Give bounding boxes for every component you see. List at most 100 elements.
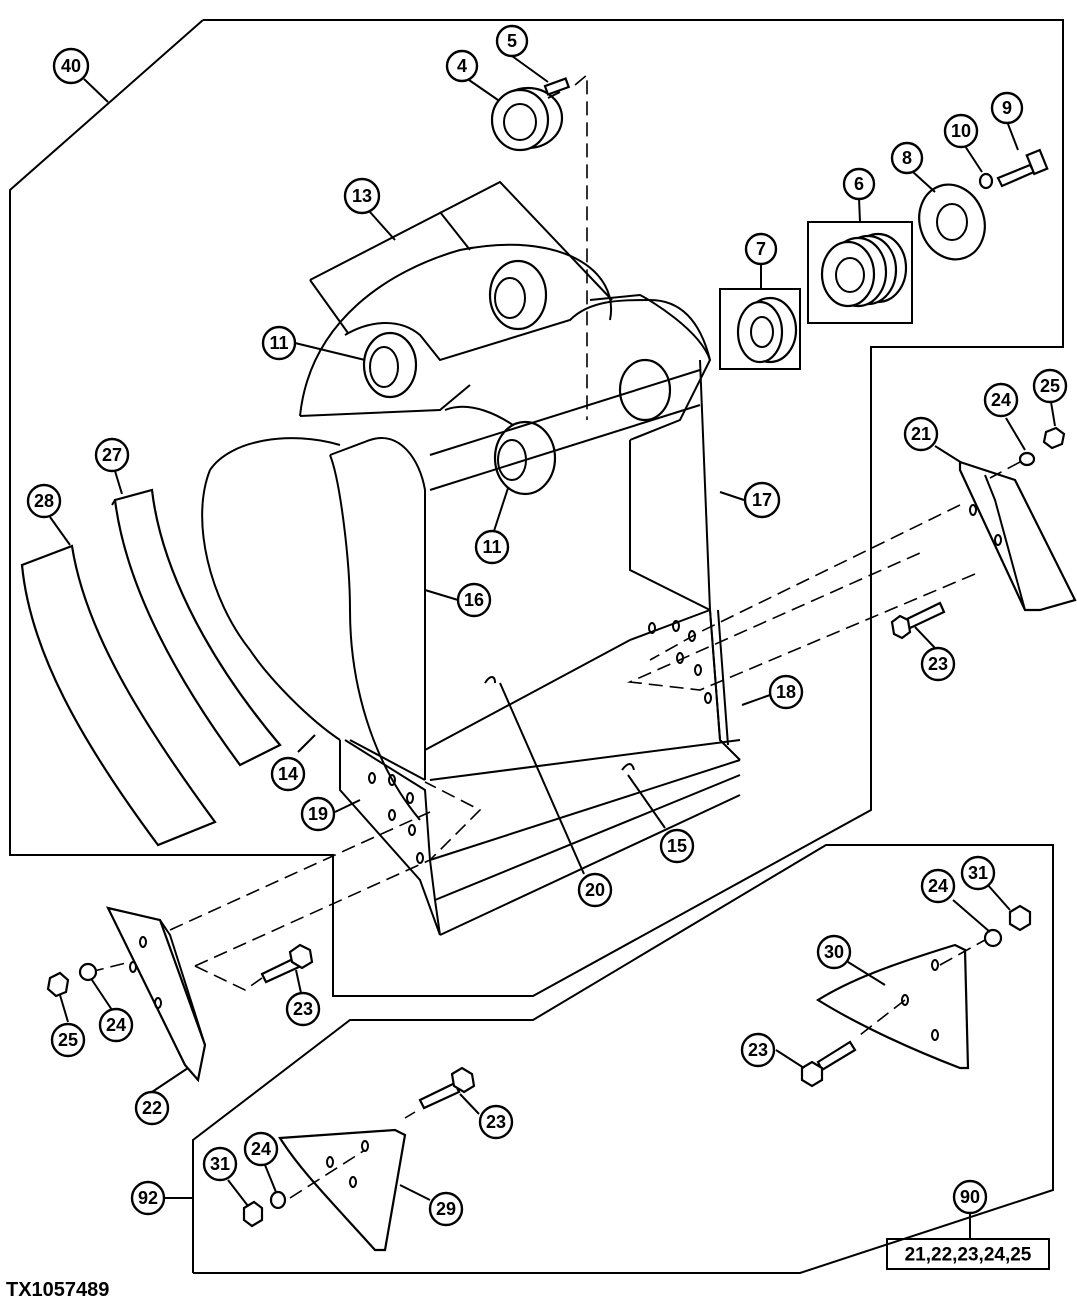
svg-text:28: 28 [34,491,54,511]
svg-text:24: 24 [991,390,1011,410]
bucket-body-part-40 [201,243,741,936]
wear-strip-part-28 [20,544,217,847]
svg-text:11: 11 [269,333,288,353]
nut-part-25-right [1042,426,1066,450]
callout-24-right: 24 [983,382,1019,418]
callout-30: 30 [816,934,852,970]
svg-text:6: 6 [854,174,864,194]
svg-text:25: 25 [58,1030,78,1050]
svg-text:29: 29 [436,1199,456,1219]
svg-text:22: 22 [142,1098,162,1118]
callout-6: 6 [842,167,876,201]
callout-31-mid: 31 [960,855,996,891]
bushing-part-4 [490,86,564,152]
callout-21: 21 [903,416,939,452]
callout-9: 9 [990,91,1024,125]
svg-text:21: 21 [911,424,931,444]
nut-part-25-left [46,971,70,998]
leader-lines [49,55,1056,1239]
callout-15: 15 [659,828,695,864]
washer-part-24-lower [269,1190,287,1210]
group-outline-92 [192,844,1054,1274]
svg-text:27: 27 [102,445,122,465]
kit-list-text: 21,22,23,24,25 [905,1245,1032,1266]
svg-text:24: 24 [928,876,948,896]
svg-text:23: 23 [928,654,948,674]
figure-id: TX1057489 [6,1279,109,1301]
side-cutter-part-21 [958,460,1077,612]
group-outline-40 [9,19,1064,997]
callout-4: 4 [445,49,479,83]
callout-18: 18 [768,674,804,710]
callout-29: 29 [428,1191,464,1227]
callout-10: 10 [943,113,979,149]
svg-text:92: 92 [138,1188,158,1208]
svg-text:25: 25 [1040,376,1060,396]
nut-part-31-mid [1008,904,1032,932]
svg-text:4: 4 [457,56,467,76]
plate-part-30 [815,943,970,1070]
svg-text:15: 15 [667,836,687,856]
callout-11-lower: 11 [474,529,510,565]
svg-text:30: 30 [824,942,844,962]
svg-text:20: 20 [585,880,605,900]
nut-part-31-lower [242,1200,264,1228]
plate-part-8 [918,183,986,261]
callout-11-upper: 11 [261,325,297,361]
svg-text:7: 7 [756,239,766,259]
callout-22: 22 [134,1090,170,1126]
callout-13: 13 [343,177,381,215]
svg-text:90: 90 [960,1187,980,1207]
svg-text:23: 23 [293,999,313,1019]
washer-part-24-mid [983,928,1003,948]
wear-strip-part-27 [111,488,282,767]
callout-8: 8 [890,141,924,175]
svg-text:31: 31 [968,863,988,883]
svg-text:5: 5 [507,31,517,51]
callout-40: 40 [52,47,90,85]
svg-text:23: 23 [486,1112,506,1132]
svg-text:31: 31 [210,1154,230,1174]
callout-23-left: 23 [285,991,321,1027]
callout-90: 90 [952,1179,988,1215]
svg-text:24: 24 [251,1139,271,1159]
svg-text:24: 24 [106,1015,126,1035]
callout-24-mid: 24 [920,868,956,904]
callout-92: 92 [130,1180,166,1216]
svg-text:40: 40 [61,56,81,76]
svg-text:11: 11 [482,537,501,557]
svg-text:23: 23 [748,1040,768,1060]
callout-7: 7 [744,232,778,266]
washer-part-24-left [78,962,98,982]
svg-text:17: 17 [752,490,772,510]
svg-text:13: 13 [352,186,372,206]
callout-19: 19 [300,796,336,832]
bolt-part-23-lower [418,1066,476,1110]
callout-28: 28 [26,483,62,519]
bolt-part-9 [996,148,1049,188]
bolt-part-23-mid [800,1040,857,1088]
callout-25-left: 25 [50,1022,86,1058]
svg-text:10: 10 [951,121,971,141]
callout-23-right: 23 [920,646,956,682]
kit-box-90: 21,22,23,24,25 [886,1238,1050,1270]
callout-5: 5 [495,24,529,58]
svg-text:9: 9 [1002,98,1012,118]
bushing-part-7-box [719,288,801,370]
callout-24-left: 24 [98,1007,134,1043]
bolt-part-23-right [890,601,946,640]
callout-20: 20 [577,872,613,908]
callout-25-right: 25 [1032,368,1068,404]
callout-16: 16 [456,582,492,618]
washer-part-10 [978,172,994,190]
plate-part-29 [278,1128,407,1252]
bolt-part-23-left [260,943,314,984]
seal-part-6-box [807,221,913,324]
callout-31-lower: 31 [202,1146,238,1182]
pin-part-5 [543,77,571,96]
svg-text:19: 19 [308,804,328,824]
callout-23-lower: 23 [478,1104,514,1140]
svg-text:16: 16 [464,590,484,610]
side-cutter-part-22 [105,906,207,1083]
